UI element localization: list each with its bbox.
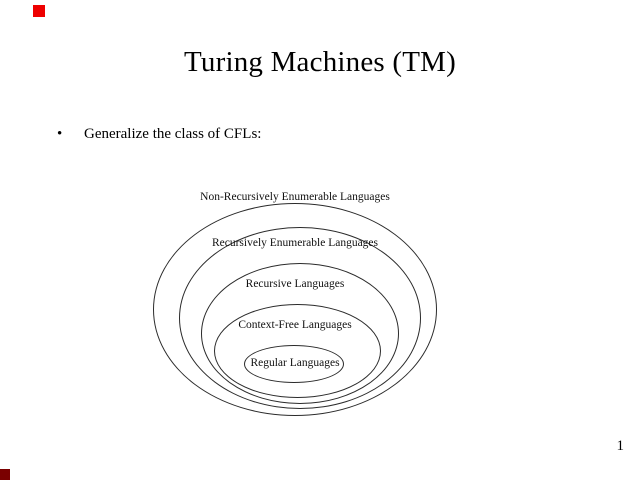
ellipse-context-free xyxy=(214,304,381,398)
red-marker-top-left xyxy=(33,5,45,17)
label-recursively-enumerable: Recursively Enumerable Languages xyxy=(211,237,379,249)
label-context-free: Context-Free Languages xyxy=(238,319,352,331)
ellipse-regular xyxy=(244,345,344,383)
bullet-glyph: • xyxy=(57,126,63,142)
label-recursive: Recursive Languages xyxy=(245,278,345,290)
ellipse-recursive xyxy=(201,263,399,404)
bullet-item: • Generalize the class of CFLs: xyxy=(57,126,261,143)
ellipse-all-languages xyxy=(153,203,437,416)
label-regular: Regular Languages xyxy=(250,357,340,369)
slide-title: Turing Machines (TM) xyxy=(184,46,456,78)
bullet-text: Generalize the class of CFLs: xyxy=(84,126,262,142)
ellipse-recursively-enumerable xyxy=(179,227,421,409)
page-number: 1 xyxy=(616,438,625,454)
label-non-recursively-enumerable: Non-Recursively Enumerable Languages xyxy=(200,191,390,203)
maroon-marker-bottom-left xyxy=(0,469,10,480)
